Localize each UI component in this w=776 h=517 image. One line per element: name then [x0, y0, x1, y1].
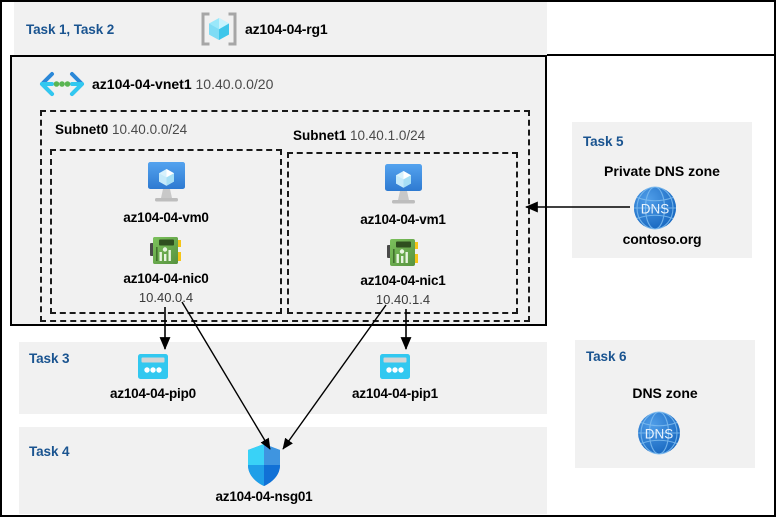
- nic1-label: az104-04-nic1: [360, 273, 446, 288]
- vm1-label: az104-04-vm1: [360, 212, 446, 227]
- pip0-label: az104-04-pip0: [110, 386, 196, 401]
- network-security-group-icon: [244, 442, 284, 488]
- virtual-machine-icon: [139, 160, 193, 208]
- subnet1-name: Subnet1: [293, 128, 347, 143]
- subnet0-name: Subnet0: [55, 122, 109, 137]
- private-dns-heading: Private DNS zone: [604, 163, 720, 179]
- subnet0-cidr: 10.40.0.0/24: [112, 122, 188, 137]
- public-ip-address-icon: [136, 352, 170, 382]
- resource-group-panel: [14, 2, 547, 55]
- task-label-6: Task 6: [586, 349, 627, 364]
- subnet0-title: Subnet0 10.40.0.0/24: [55, 122, 187, 137]
- resource-group-icon: [199, 9, 239, 49]
- task-label-3: Task 3: [29, 351, 70, 366]
- subnet1-title: Subnet1 10.40.1.0/24: [293, 128, 425, 143]
- vnet-name: az104-04-vnet1: [92, 76, 192, 92]
- dns-zone-icon: DNS: [636, 410, 682, 456]
- virtual-network-icon: [38, 71, 86, 97]
- subnet1-cidr: 10.40.1.0/24: [350, 128, 426, 143]
- dns-icon-text: DNS: [645, 427, 674, 442]
- subnet0-box: [50, 149, 282, 314]
- task-label-1-2: Task 1, Task 2: [26, 22, 115, 37]
- task-label-5: Task 5: [583, 134, 624, 149]
- virtual-machine-icon: [376, 162, 430, 210]
- header-divider: [547, 54, 774, 56]
- vnet-cidr: 10.40.0.0/20: [195, 76, 274, 92]
- subnet1-box: [287, 152, 518, 314]
- nsg-label: az104-04-nsg01: [215, 489, 313, 504]
- vnet-container: [10, 55, 547, 326]
- network-interface-icon: [385, 237, 421, 269]
- public-ip-address-icon: [378, 352, 412, 382]
- pip1-label: az104-04-pip1: [352, 386, 438, 401]
- dns-icon-text: DNS: [641, 202, 670, 217]
- nic0-label: az104-04-nic0: [123, 271, 209, 286]
- vnet-title: az104-04-vnet1 10.40.0.0/20: [92, 76, 273, 92]
- task-label-4: Task 4: [29, 444, 70, 459]
- dns-zone-icon: DNS: [632, 185, 678, 231]
- public-ip-panel: [19, 342, 547, 414]
- dns-heading: DNS zone: [632, 385, 698, 401]
- nic1-ip: 10.40.1.4: [375, 292, 431, 307]
- nic0-ip: 10.40.0.4: [138, 290, 194, 305]
- network-interface-icon: [148, 235, 184, 267]
- vm0-label: az104-04-vm0: [123, 210, 209, 225]
- private-dns-name: contoso.org: [622, 231, 702, 247]
- resource-group-name: az104-04-rg1: [245, 21, 328, 37]
